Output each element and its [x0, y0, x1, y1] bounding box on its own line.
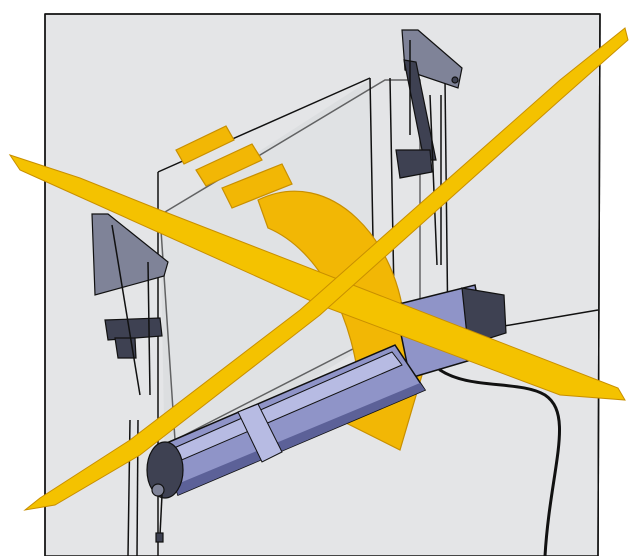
left-bracket-clamp: [104, 317, 163, 341]
left-bracket: [91, 213, 169, 556]
right-bracket-rod-2: [429, 94, 438, 266]
right-bracket-clamp: [395, 149, 433, 179]
left-bracket-rod-2: [147, 261, 151, 396]
tube-motor-front: [146, 344, 427, 543]
arrow-dash-3: [221, 163, 293, 209]
arrow-dash-1: [175, 125, 235, 165]
x-stroke-1: [8, 154, 626, 401]
motor-front-axle: [151, 483, 165, 497]
motor-front-shadow: [175, 383, 425, 495]
motor-front-pullcord-tip: [155, 532, 164, 543]
right-bracket-screw: [451, 76, 459, 84]
motor-front-pullcord: [159, 494, 163, 536]
x-stroke-2: [23, 27, 629, 511]
left-bracket-rod: [111, 224, 141, 396]
motor-right-head: [461, 287, 507, 346]
incorrect-x-mark: [8, 27, 629, 511]
arrow-dash-2: [195, 143, 263, 187]
power-cable: [438, 368, 562, 556]
motor-front-band: [237, 403, 283, 463]
right-bracket: [395, 29, 463, 266]
frame-edge-right: [597, 13, 601, 556]
right-bracket-arm: [403, 59, 437, 161]
left-bracket-plate: [91, 213, 169, 296]
